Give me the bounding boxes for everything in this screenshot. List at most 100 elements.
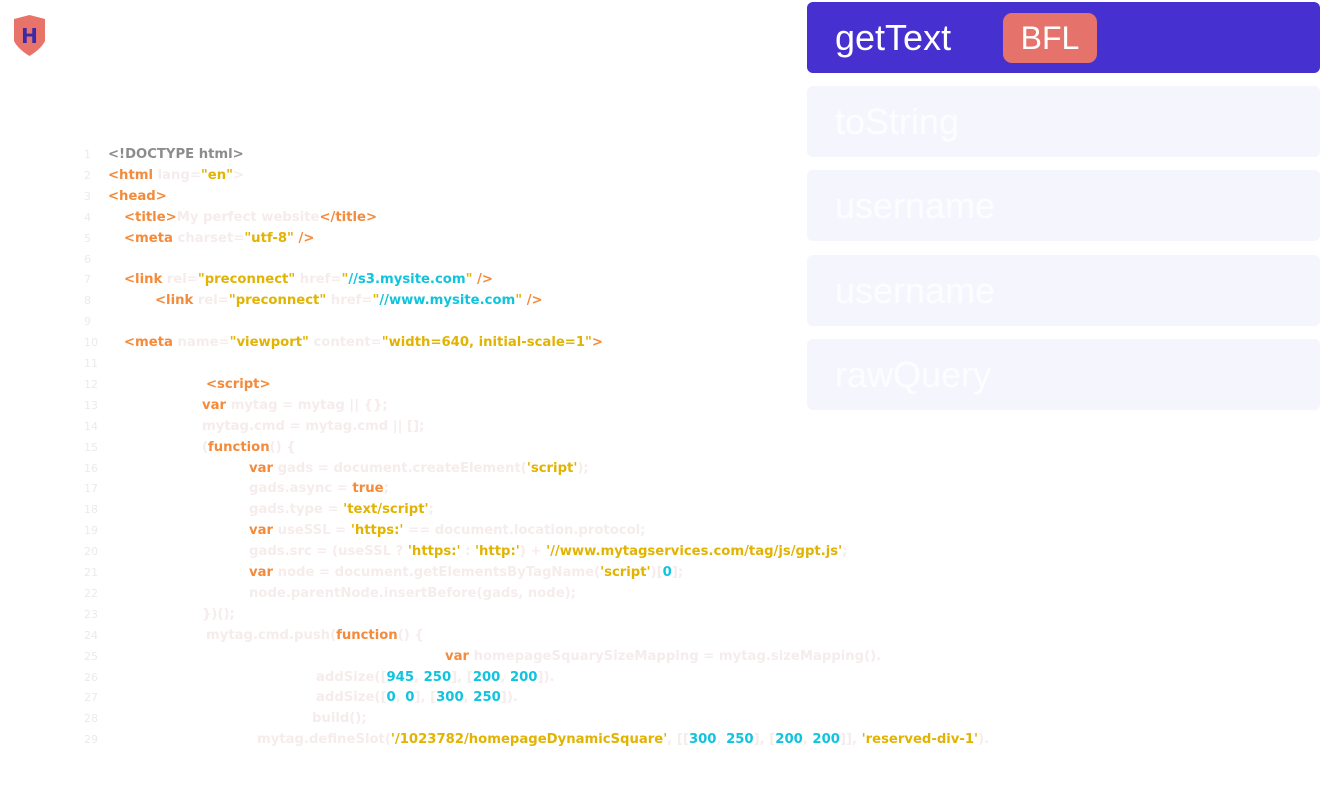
code-token: gads.async = <box>249 481 353 497</box>
code-token: ; <box>383 481 389 497</box>
code-token: build(); <box>312 711 367 727</box>
code-text: gads.async = true; <box>249 478 389 499</box>
code-token: , <box>414 669 424 685</box>
line-number: 26 <box>84 670 98 684</box>
line-number: 13 <box>84 398 98 412</box>
code-token: 300 <box>688 732 717 748</box>
suggestion-label: toString <box>835 101 960 143</box>
shield-logo-icon: H <box>13 15 46 57</box>
code-token: href= <box>295 272 342 288</box>
line-number: 28 <box>84 712 98 726</box>
code-token: <script> <box>206 376 271 392</box>
line-number: 4 <box>84 210 91 224</box>
code-token: lang= <box>153 167 201 183</box>
code-token: name= <box>172 335 230 351</box>
code-token: true <box>352 481 384 497</box>
code-token: var <box>445 648 469 664</box>
code-token: ) + <box>519 544 547 560</box>
code-token: ]). <box>500 690 518 706</box>
code-text: <!DOCTYPE html> <box>108 144 244 165</box>
code-token: "utf-8" <box>244 230 294 246</box>
line-number: 15 <box>84 440 98 454</box>
line-number: 12 <box>84 377 98 391</box>
code-token: gads.type = <box>249 502 344 518</box>
code-text: var useSSL = 'https:' == document.locati… <box>249 520 645 541</box>
code-token: </title> <box>319 209 377 225</box>
line-number: 14 <box>84 419 98 433</box>
code-token: var <box>249 523 273 539</box>
code-token: ). <box>978 732 990 748</box>
code-token: addSize([ <box>316 690 387 706</box>
code-token: /> <box>472 272 493 288</box>
suggestion-item-username[interactable]: username <box>807 254 1320 326</box>
code-text: gads.type = 'text/script'; <box>249 499 434 520</box>
code-token: <title> <box>124 209 177 225</box>
suggestion-label: rawQuery <box>835 353 992 395</box>
code-token: "preconnect" <box>197 272 296 288</box>
line-number: 19 <box>84 524 98 538</box>
code-token: charset= <box>172 230 245 246</box>
code-token: , <box>395 690 406 706</box>
code-token: > <box>232 167 245 183</box>
code-text: addSize([0, 0], [300, 250]). <box>316 687 518 708</box>
code-token: " <box>515 293 523 309</box>
code-token: My perfect website <box>176 209 320 225</box>
line-number: 2 <box>84 168 91 182</box>
code-text: <meta charset="utf-8" /> <box>124 228 314 249</box>
code-token: <link <box>155 293 194 309</box>
code-token: == document.location.protocol; <box>403 523 646 539</box>
code-token: <html <box>108 167 154 183</box>
code-text: var node = document.getElementsByTagName… <box>249 562 683 583</box>
code-token: ; <box>842 544 848 560</box>
code-token: 250 <box>473 690 501 706</box>
code-token: ( <box>202 439 209 455</box>
code-token: '//www.mytagservices.com/tag/js/gpt.js' <box>546 544 843 560</box>
code-token: ], [ <box>451 669 473 685</box>
line-number: 20 <box>84 545 98 559</box>
code-text: <link rel="preconnect" href="//s3.mysite… <box>124 269 493 290</box>
line-number: 1 <box>84 148 91 161</box>
code-token: var <box>202 397 226 413</box>
code-token: 'script' <box>526 460 578 476</box>
suggestion-item-tostring[interactable]: toString <box>807 86 1320 158</box>
code-text: <html lang="en"> <box>108 165 244 186</box>
code-token: rel= <box>162 272 198 288</box>
line-number: 8 <box>84 294 91 308</box>
code-token: <meta <box>124 335 173 351</box>
code-token: , <box>716 732 727 748</box>
code-token: homepageSquarySizeMapping = mytag.sizeMa… <box>469 648 882 664</box>
code-token: () { <box>269 439 296 455</box>
code-token: )[ <box>650 565 663 580</box>
code-token: 200 <box>812 732 840 748</box>
code-token: 'http:' <box>475 544 520 560</box>
suggestion-badge: BFL <box>1003 13 1097 63</box>
code-token: 945 <box>386 669 415 685</box>
code-token: mytag.defineSlot( <box>257 732 391 748</box>
suggestion-item-username[interactable]: username <box>807 170 1320 242</box>
code-text: var homepageSquarySizeMapping = mytag.si… <box>445 646 881 667</box>
code-token: "en" <box>200 167 233 183</box>
code-token: <meta <box>124 230 173 246</box>
suggestion-label: username <box>835 269 996 311</box>
code-token: rel= <box>193 293 229 309</box>
code-text: var mytag = mytag || {}; <box>202 395 388 416</box>
code-text: node.parentNode.insertBefore(gads, node)… <box>249 583 576 604</box>
code-token: 200 <box>472 669 501 685</box>
code-token: 'https:' <box>407 544 461 560</box>
line-number: 11 <box>84 357 98 370</box>
line-number: 10 <box>84 336 98 350</box>
code-token: " <box>372 293 380 309</box>
line-number: 9 <box>84 315 91 329</box>
line-number: 17 <box>84 482 98 496</box>
code-text: addSize([945, 250], [200, 200]). <box>316 667 555 688</box>
code-token: //s3.mysite.com <box>348 272 466 288</box>
code-text: mytag.defineSlot('/1023782/homepageDynam… <box>257 729 989 750</box>
code-token: mytag.cmd.push( <box>206 627 337 643</box>
logo-letter: H <box>21 24 38 48</box>
code-token: mytag.cmd = mytag.cmd || []; <box>202 418 425 434</box>
suggestion-item-rawquery[interactable]: rawQuery <box>807 338 1320 410</box>
code-token: ; <box>428 502 434 518</box>
line-number: 21 <box>84 566 98 579</box>
code-token: content= <box>308 335 382 351</box>
